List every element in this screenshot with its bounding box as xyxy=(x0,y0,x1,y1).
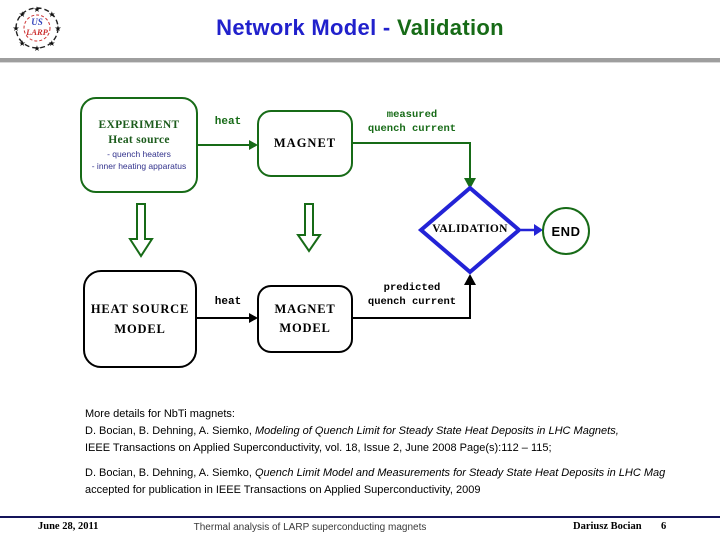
experiment-box-bullet-inner-heating: - inner heating apparatus xyxy=(91,161,187,171)
svg-text:★: ★ xyxy=(19,10,26,19)
experiment-box-bullet-quench-heaters: - quench heaters xyxy=(107,149,171,159)
measured-quench-current-label: measured quench current xyxy=(353,108,471,136)
reference1-intro: More details for NbTi magnets: xyxy=(85,408,235,420)
svg-text:★: ★ xyxy=(33,5,40,14)
svg-text:★: ★ xyxy=(33,44,40,52)
footer-page-number: 6 xyxy=(661,521,667,532)
page-title-part2: Validation xyxy=(396,15,504,40)
heat-source-model-line2: MODEL xyxy=(114,322,166,336)
logo-text-us: US xyxy=(31,17,43,27)
magnet-model-box: MAGNET MODEL xyxy=(257,285,353,353)
experiment-box-subtitle: Heat source xyxy=(108,134,170,146)
magnet-box: MAGNET xyxy=(257,110,353,177)
experiment-heat-source-box: EXPERIMENT Heat source - quench heaters … xyxy=(80,97,198,193)
svg-text:★: ★ xyxy=(48,10,55,19)
magnet-model-line2: MODEL xyxy=(279,321,331,335)
measured-label-line1: measured xyxy=(386,109,438,121)
magnet-model-line1: MAGNET xyxy=(274,302,336,316)
logo-text-larp: LARP xyxy=(25,27,49,37)
svg-text:★: ★ xyxy=(12,24,19,33)
us-larp-logo-icon: ★★★ ★★★ ★★ US LARP xyxy=(12,5,61,52)
svg-text:★: ★ xyxy=(48,39,55,48)
reference-block-2009: D. Bocian, B. Dehning, A. Siemko, Quench… xyxy=(85,465,720,499)
reference2-authors-title: D. Bocian, B. Dehning, A. Siemko, Quench… xyxy=(85,465,720,482)
predicted-label-line2: quench current xyxy=(367,296,457,308)
page-title: Network Model - Validation xyxy=(0,15,720,41)
footer-divider xyxy=(0,516,720,518)
footer-presentation-title: Thermal analysis of LARP superconducting… xyxy=(193,522,427,533)
svg-text:★: ★ xyxy=(19,39,26,48)
end-label: END xyxy=(551,223,581,239)
reference1-authors-title: D. Bocian, B. Dehning, A. Siemko, Modeli… xyxy=(85,423,717,440)
connector-measured-current xyxy=(353,142,471,180)
reference1-authors: D. Bocian, B. Dehning, A. Siemko, xyxy=(85,425,255,437)
heat-label-bottom: heat xyxy=(214,296,242,308)
footer-author: Dariusz Bocian xyxy=(573,521,642,532)
reference2-status: accepted for publication in IEEE Transac… xyxy=(85,484,481,496)
page-title-part1: Network Model - xyxy=(216,15,397,40)
reference-block-2008: More details for NbTi magnets: D. Bocian… xyxy=(85,406,717,457)
svg-text:★: ★ xyxy=(54,24,61,33)
logo-stars-icon: ★★★ ★★★ ★★ xyxy=(12,5,61,52)
arrowhead-measured-into-validation-icon xyxy=(464,178,476,189)
magnet-box-label: MAGNET xyxy=(273,136,337,150)
footer-date: June 28, 2011 xyxy=(38,521,99,532)
experiment-box-title: EXPERIMENT xyxy=(98,119,180,131)
reference1-paper-title: Modeling of Quench Limit for Steady Stat… xyxy=(254,425,619,437)
predicted-quench-current-label: predicted quench current xyxy=(353,281,471,309)
heat-label-top: heat xyxy=(214,116,242,128)
reference2-paper-title: Quench Limit Model and Measurements for … xyxy=(254,467,666,479)
block-down-arrow-left-icon xyxy=(128,203,154,258)
title-underline-rule xyxy=(0,58,720,63)
heat-source-model-line1: HEAT SOURCE xyxy=(90,302,190,316)
reference2-authors: D. Bocian, B. Dehning, A. Siemko, xyxy=(85,467,255,479)
block-down-arrow-right-icon xyxy=(296,203,322,253)
heat-source-model-box: HEAT SOURCE MODEL xyxy=(83,270,197,368)
end-circle: END xyxy=(542,207,590,255)
validation-label: VALIDATION xyxy=(432,223,508,235)
measured-label-line2: quench current xyxy=(367,123,457,135)
reference1-journal: IEEE Transactions on Applied Superconduc… xyxy=(85,442,552,454)
predicted-label-line1: predicted xyxy=(383,282,441,294)
